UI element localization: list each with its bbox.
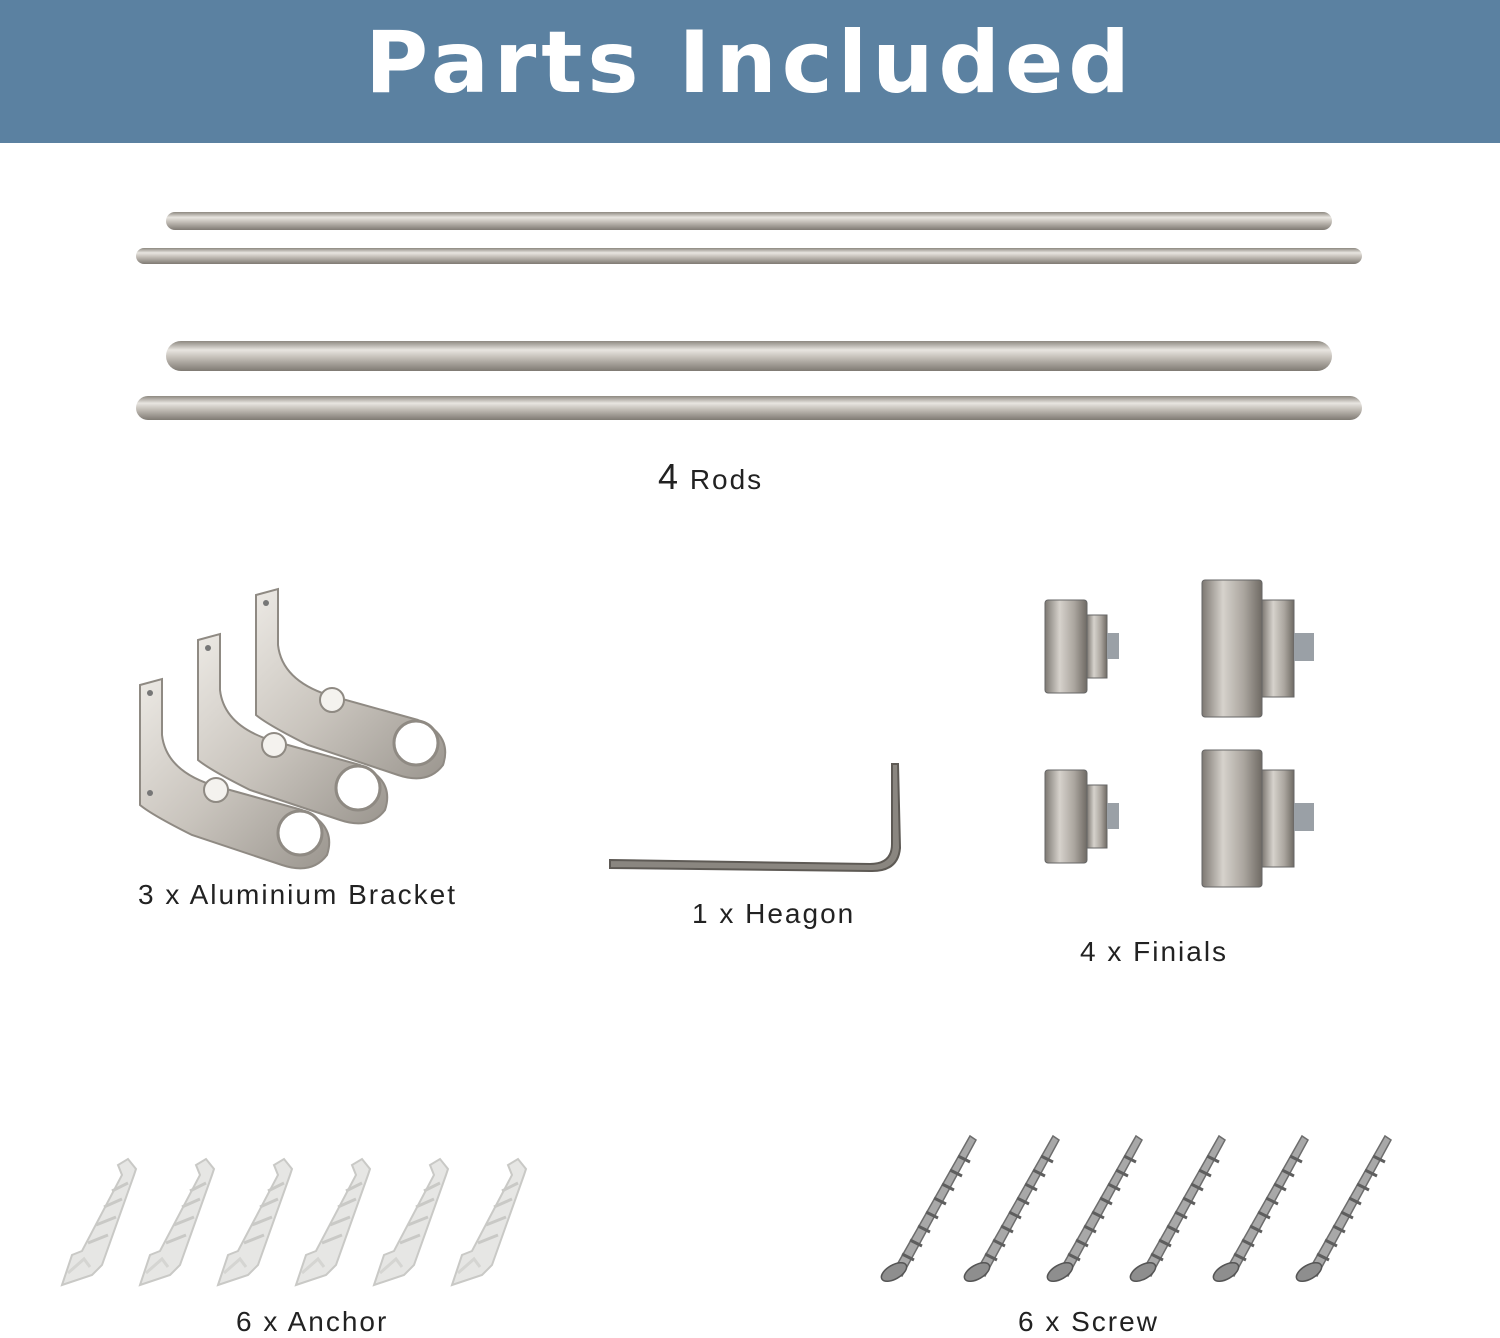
rods-illustration — [0, 0, 1500, 440]
bracket-label: 3 x Aluminium Bracket — [138, 879, 457, 910]
anchor-4 — [294, 1157, 372, 1287]
rods-count: 4 — [658, 456, 681, 497]
finial-small-top — [1044, 599, 1119, 694]
screws-illustration — [870, 1130, 1400, 1287]
hexagon-label: 1 x Heagon — [692, 898, 856, 929]
page-title: Parts Included — [365, 12, 1135, 113]
screw-4 — [1125, 1134, 1227, 1287]
bracket-1 — [139, 677, 331, 870]
hex-key-icon — [609, 763, 902, 873]
screw-6 — [1291, 1134, 1393, 1287]
finials-illustration — [1040, 575, 1330, 895]
screw-5 — [1208, 1134, 1310, 1287]
anchor-1 — [60, 1157, 138, 1287]
finial-large-bottom — [1201, 749, 1314, 888]
rod-thick-lower — [136, 396, 1362, 420]
bracket-3 — [255, 587, 447, 780]
hex-key-illustration — [600, 760, 910, 880]
header-banner: Parts Included — [0, 0, 1500, 143]
rod-thick-upper — [166, 341, 1332, 371]
rods-label: 4 Rods — [658, 456, 763, 498]
anchor-2 — [138, 1157, 216, 1287]
screw-1 — [876, 1134, 978, 1287]
rods-name: Rods — [689, 464, 764, 495]
anchor-label: 6 x Anchor — [236, 1306, 389, 1337]
brackets-illustration — [130, 585, 490, 875]
finials-label: 4 x Finials — [1080, 936, 1229, 967]
screw-2 — [959, 1134, 1061, 1287]
finial-small-bottom — [1044, 769, 1119, 864]
anchor-6 — [450, 1157, 528, 1287]
anchor-3 — [216, 1157, 294, 1287]
bracket-2 — [197, 632, 389, 825]
anchors-illustration — [60, 1155, 560, 1290]
rod-thin-lower — [136, 248, 1362, 264]
rod-thin-upper — [166, 212, 1332, 230]
anchor-5 — [372, 1157, 450, 1287]
screw-3 — [1042, 1134, 1144, 1287]
finial-large-top — [1201, 579, 1314, 718]
screw-label: 6 x Screw — [1018, 1306, 1159, 1337]
